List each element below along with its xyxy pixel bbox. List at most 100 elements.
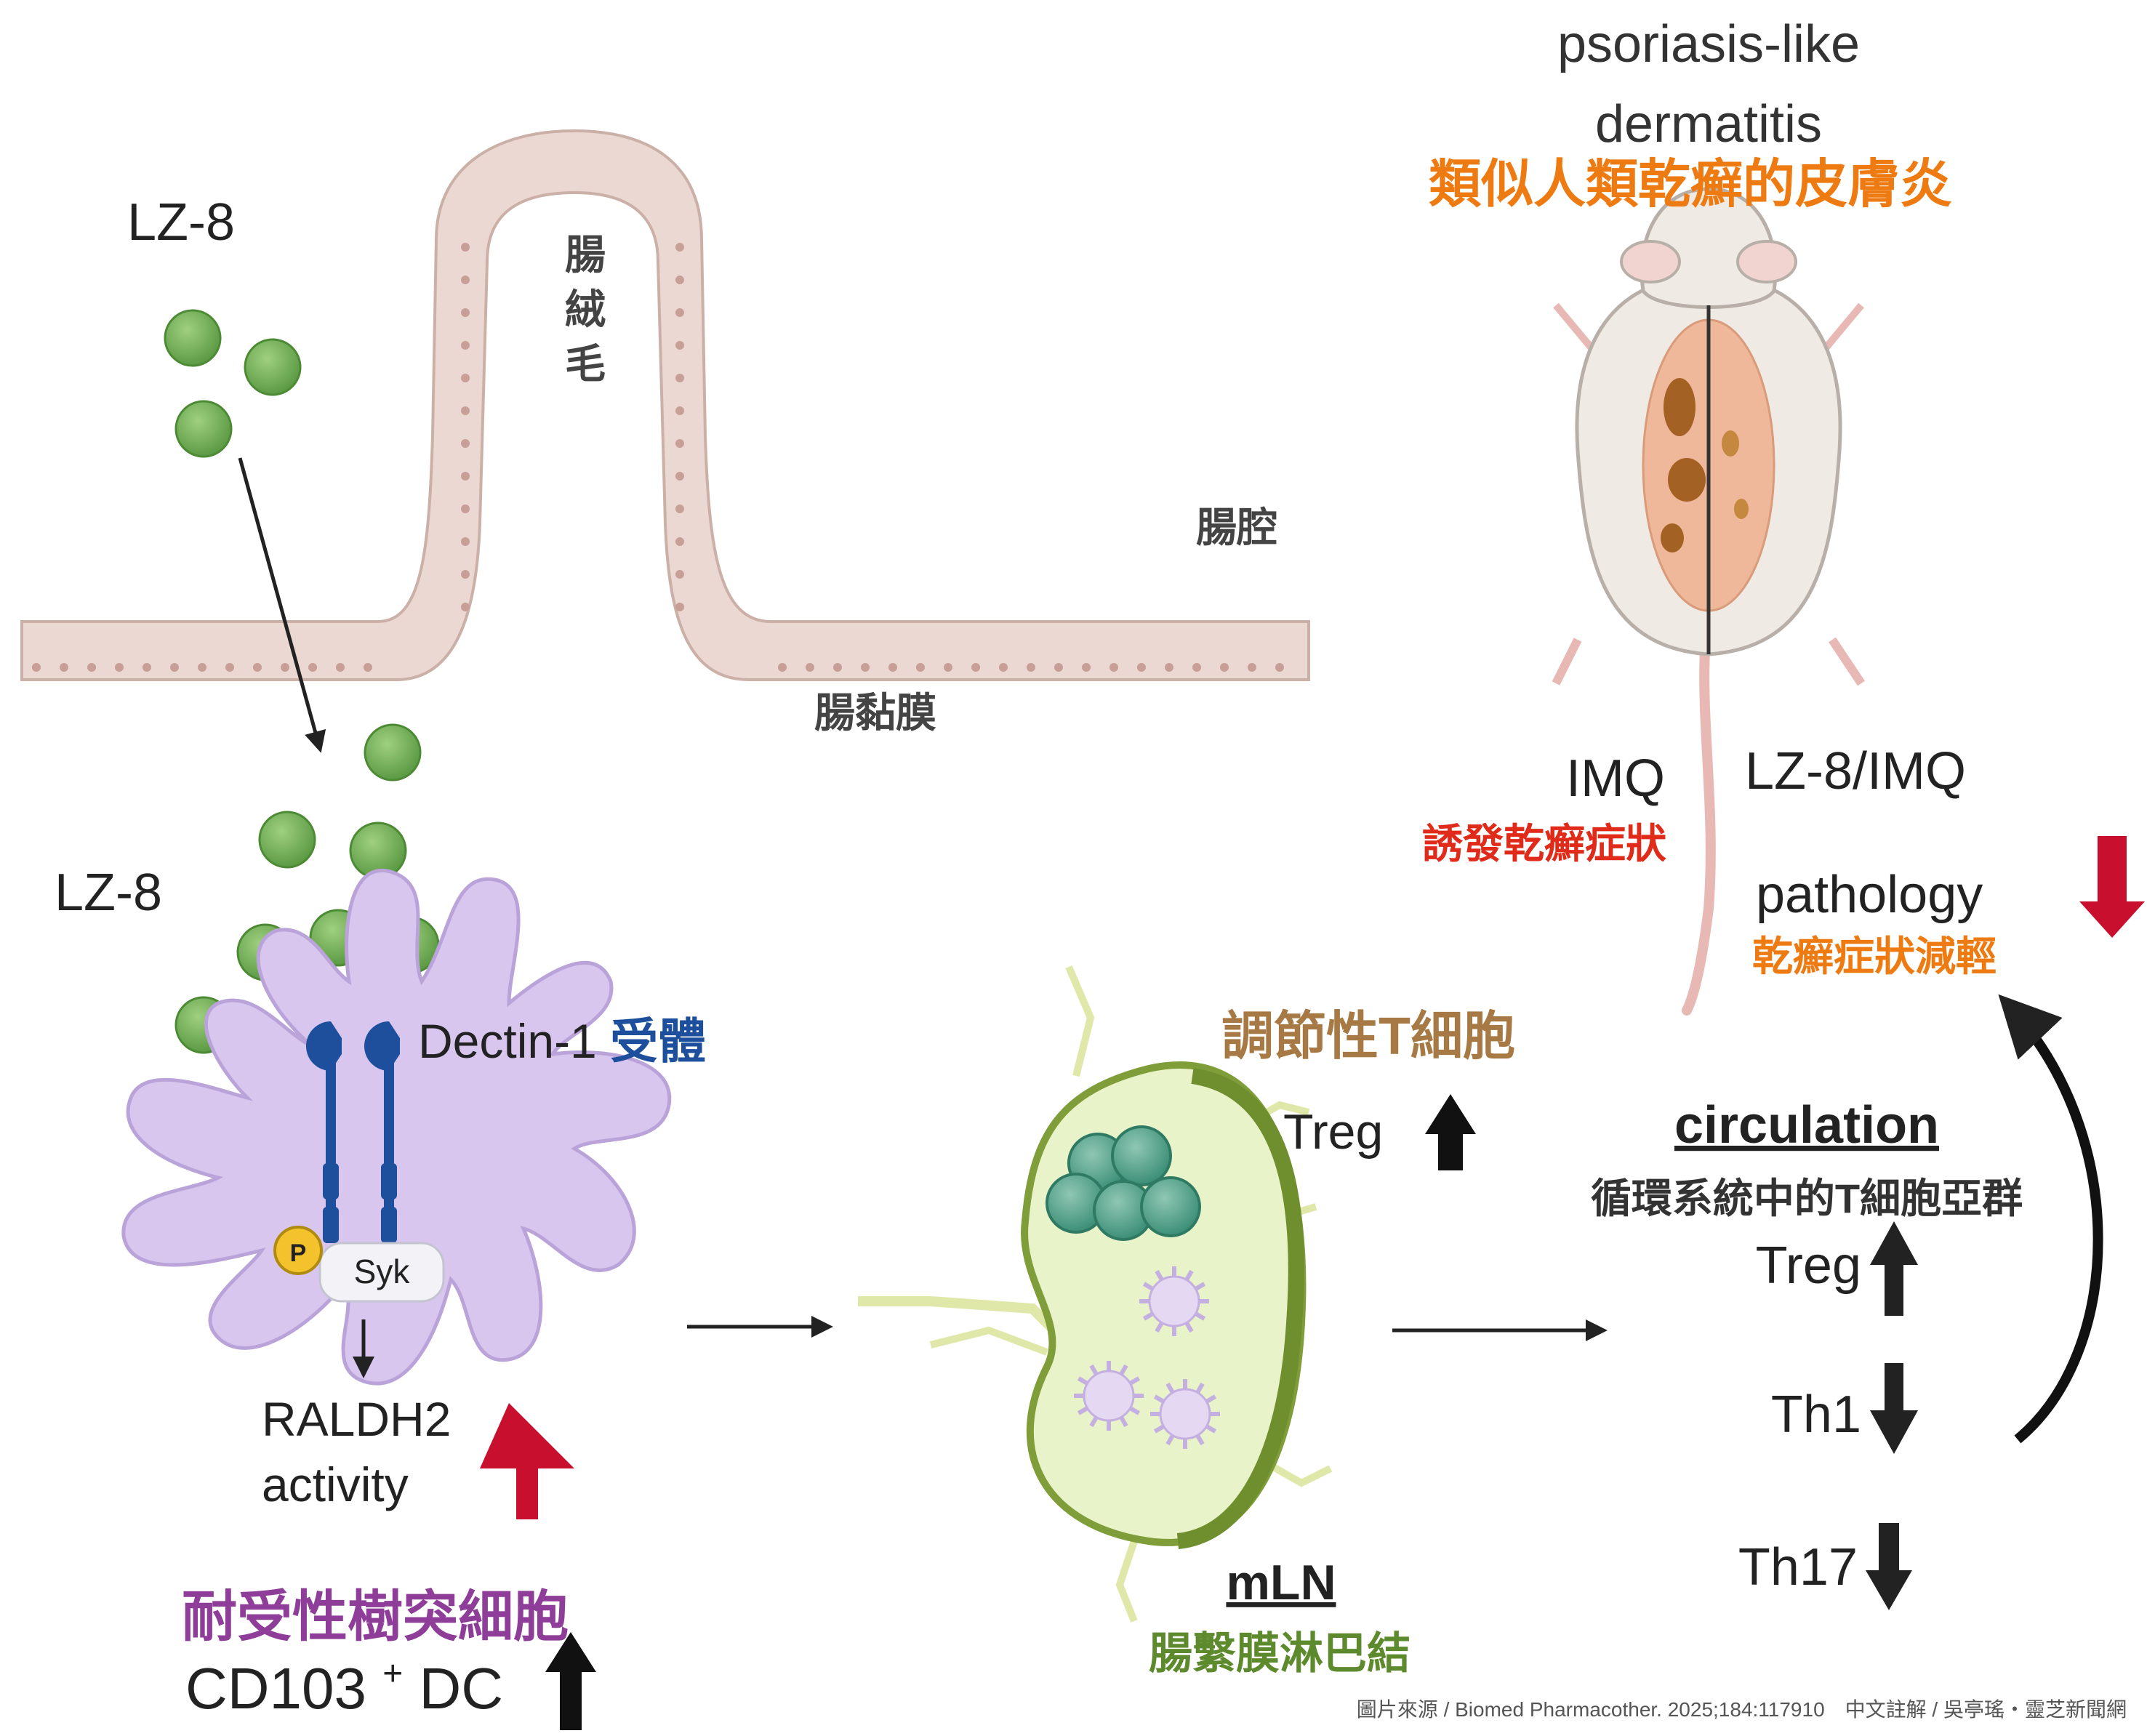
psoriasis-line1: psoriasis-like [1557,15,1860,73]
mucosa-nucleus [170,663,179,672]
dc-name: DC [420,1656,504,1721]
treg-zh-label: 調節性T細胞 [1221,1008,1515,1066]
pathology-zh-label: 乾癬症狀減輕 [1752,933,1996,979]
mucosa-nucleus [675,406,684,415]
th17-down-arrow [1866,1523,1912,1610]
mucosa-nucleus [888,663,897,672]
mucosa-nucleus [1054,663,1063,672]
mucosa-nucleus [675,341,684,350]
th1-label: Th1 [1771,1386,1861,1444]
tolerogenic-dc-label: 耐受性樹突細胞 [182,1586,569,1648]
mucosa-nucleus [1082,663,1091,672]
mucosa-nucleus [1275,663,1284,672]
mucosa-nucleus [225,663,234,672]
t-cell [1140,1176,1201,1237]
lymph-node [858,965,1333,1623]
cd103-up-arrow [545,1632,596,1730]
syk-box [318,1242,445,1303]
intestinal-mucosa [20,129,1310,681]
ln-dendritic-cell [1139,1266,1209,1336]
treg-mln-label: Treg [1283,1104,1383,1160]
mucosa-nucleus [1248,663,1256,672]
raldh2-label: RALDH2 [262,1392,451,1446]
cd103-superscript: + [382,1655,403,1693]
mucosa-nucleus [461,243,470,252]
lz8-imq-label: LZ-8/IMQ [1745,742,1966,800]
mucosa-nucleus [87,663,96,672]
mucosa-nucleus [833,663,842,672]
mucosa-nucleus [143,663,151,672]
mucosa-nucleus [999,663,1008,672]
mucosa-nucleus [32,663,41,672]
mucosa-nucleus [461,341,470,350]
mucosa-nucleus [675,439,684,448]
mouse-illustration [1552,187,1865,1016]
mucosa-nucleus [944,663,952,672]
mucosa-nucleus [675,603,684,611]
t-cell [1111,1125,1172,1186]
ln-dendritic-cell [1150,1379,1220,1449]
mucosa-nucleus [253,663,262,672]
mucosa-nucleus [675,537,684,546]
mucosa-nucleus [1165,663,1173,672]
psoriasis-line2: dermatitis [1595,95,1822,153]
mucosa-nucleus [1220,663,1229,672]
mucosa-nucleus [461,406,470,415]
pathology-label: pathology [1756,866,1983,924]
mucosa-nucleus [461,603,470,611]
th17-label: Th17 [1738,1538,1858,1596]
mucosa-label: 腸黏膜 [814,690,936,736]
dectin-label: Dectin-1 受體 [418,1014,706,1068]
ln-dendritic-cell [1074,1361,1144,1431]
mucosa-nucleus [461,374,470,382]
mucosa-nucleus [675,472,684,481]
lz8-top-label: LZ-8 [127,193,235,252]
mucosa-nucleus [281,663,289,672]
phospho-circle [273,1226,323,1275]
mucosa-nucleus [1027,663,1035,672]
mucosa-nucleus [675,276,684,284]
mucosa-nucleus [461,439,470,448]
cd103-name: CD103 [185,1656,366,1721]
mucosa-nucleus [971,663,980,672]
villus-label-3: 毛 [565,341,606,387]
dectin-name: Dectin-1 [418,1014,597,1068]
lz8-ball [258,811,316,869]
dendritic-cell [121,869,672,1386]
th1-down-arrow [1870,1363,1918,1454]
mucosa-nucleus [461,505,470,513]
mucosa-nucleus [1192,663,1201,672]
treg-circ-up-arrow [1870,1221,1918,1316]
mucosa-nucleus [60,663,68,672]
mucosa-nucleus [675,570,684,579]
mucosa-nucleus [461,537,470,546]
cd103-dc-label: CD103 + DC [185,1633,503,1721]
image-caption: 圖片來源 / Biomed Pharmacother. 2025;184:117… [1356,1698,2127,1721]
mucosa-nucleus [675,308,684,317]
lumen-label: 腸腔 [1196,505,1277,550]
circulation-zh-label: 循環系統中的T細胞亞群 [1591,1176,2023,1221]
mln-zh-label: 腸繫膜淋巴結 [1149,1629,1410,1678]
phospho-label: P [290,1239,307,1267]
pathology-down-arrow [2079,836,2145,938]
mucosa-nucleus [861,663,870,672]
imq-label: IMQ [1566,750,1665,808]
dectin-1-receptors [306,1021,400,1243]
treg-mln-up-arrow [1425,1094,1476,1170]
mucosa-nucleus [1137,663,1146,672]
mucosa-nucleus [115,663,124,672]
mucosa-nucleus [461,472,470,481]
mln-label: mLN [1226,1555,1336,1610]
villus-label-1: 腸 [565,232,606,278]
circulation-label: circulation [1674,1096,1939,1154]
mucosa-nucleus [461,308,470,317]
mucosa-nucleus [675,374,684,382]
mucosa-nucleus [461,570,470,579]
mucosa-nucleus [198,663,206,672]
lz8-ball [364,723,422,781]
lz8-translocation-arrow [238,457,326,753]
raldh2-up-arrow [480,1403,574,1519]
imq-zh-label: 誘發乾癬症狀 [1422,821,1666,867]
lz8-ball [244,338,302,396]
mucosa-nucleus [336,663,345,672]
